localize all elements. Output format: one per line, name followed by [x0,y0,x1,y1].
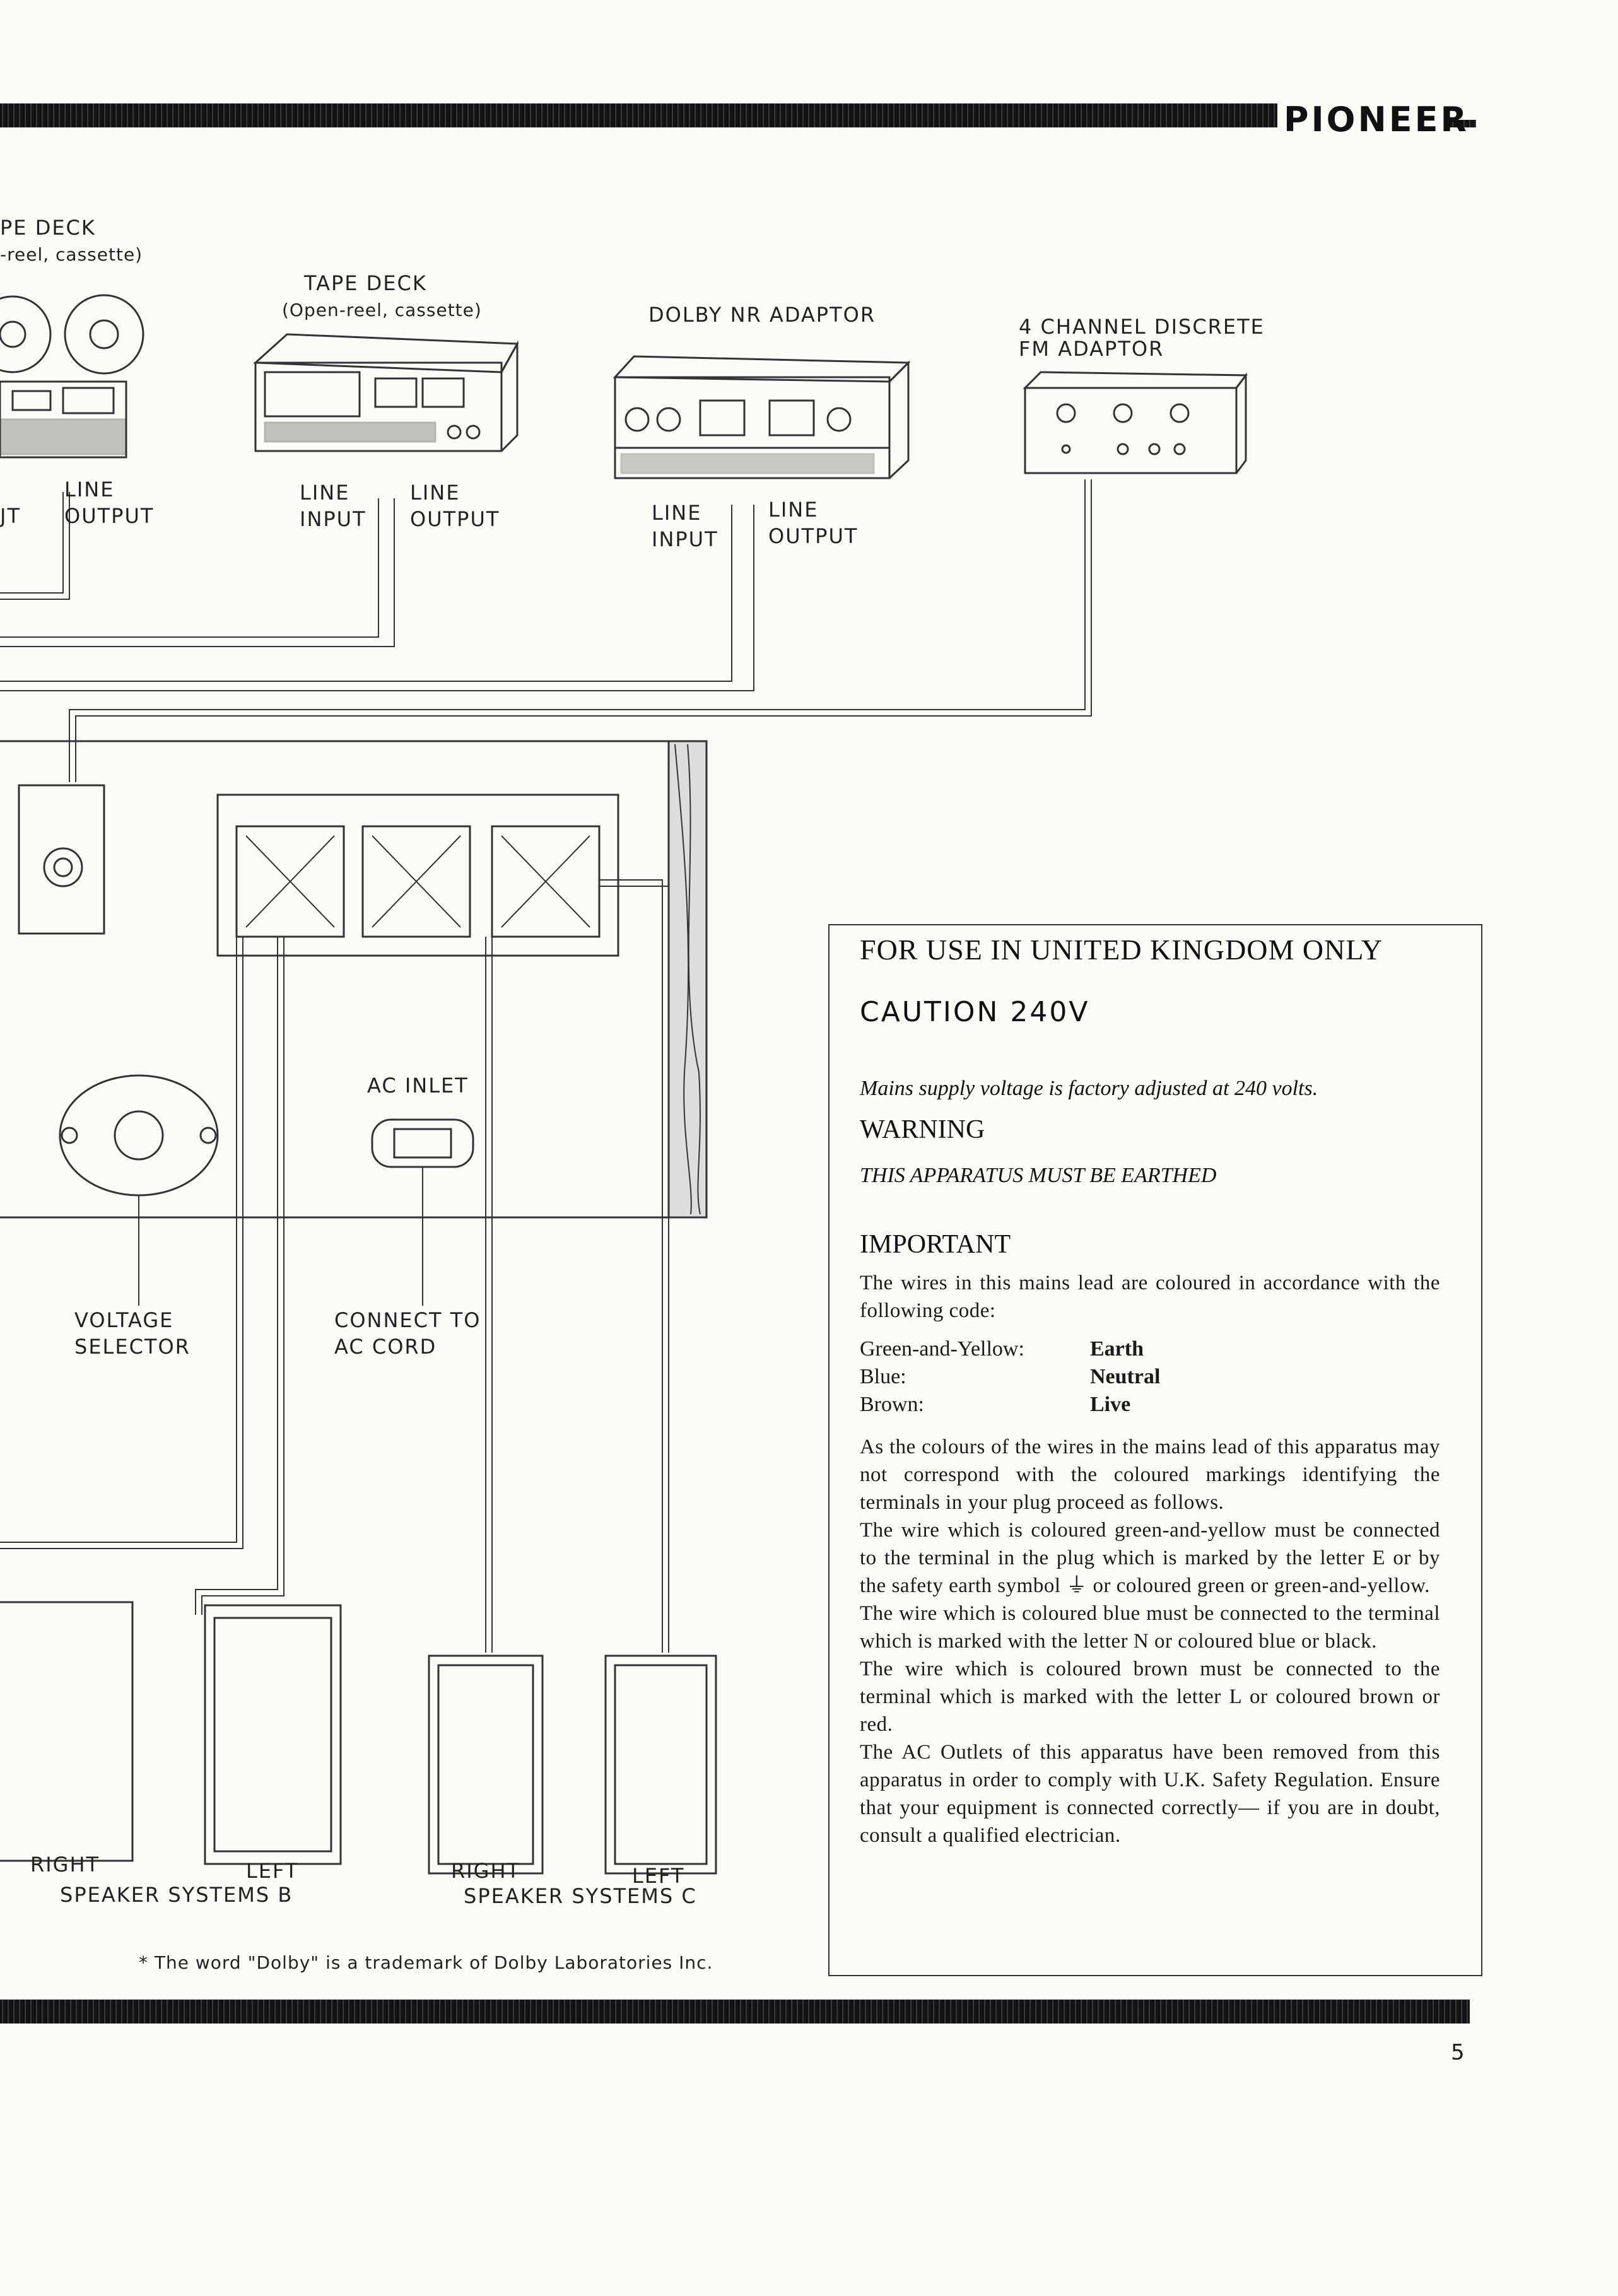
wire-code-intro-text: The wires in this mains lead are coloure… [860,1272,1440,1322]
code-row-neutral: Blue: Neutral [860,1363,1160,1391]
page-number: 5 [1451,2040,1465,2065]
ac-inlet-label: AC INLET [367,1074,469,1098]
bottom-rule [0,2000,1470,2024]
speaker-c-label: SPEAKER SYSTEMS C [464,1884,697,1908]
code-meaning: Live [1090,1393,1131,1416]
code-colour: Green-and-Yellow: [860,1337,1024,1361]
wiring-instructions: As the colours of the wires in the mains… [860,1433,1440,1849]
tape-deck-1-line: LINE [64,477,115,501]
tape-deck-2-illustration [253,333,519,452]
uk-notice-panel: FOR USE IN UNITED KINGDOM ONLY CAUTION 2… [828,924,1482,1976]
speaker-b-label: SPEAKER SYSTEMS B [60,1883,293,1907]
tape-deck-2-subtitle: (Open-reel, cassette) [282,300,482,320]
dolby-line-in: LINE [652,501,702,525]
top-rule-right [1445,120,1476,127]
tape-deck-1-subtitle: -reel, cassette) [0,244,143,265]
warning-heading: WARNING [860,1115,985,1144]
code-meaning: Neutral [1090,1365,1161,1388]
tape-deck-2-line-out: LINE [410,481,460,505]
tape-deck-1-output: OUTPUT [64,504,155,528]
speaker-b-left: LEFT [246,1859,299,1883]
connect-label-1: CONNECT TO [334,1308,481,1332]
receiver-rear-panel [0,740,708,1219]
dolby-title: DOLBY NR ADAPTOR [648,303,876,327]
dolby-input: INPUT [652,527,718,551]
instruction-para-5: The AC Outlets of this apparatus have be… [860,1741,1440,1847]
important-heading: IMPORTANT [860,1230,1011,1259]
tape-deck-2-output: OUTPUT [410,507,500,531]
instruction-para-1: As the colours of the wires in the mains… [860,1436,1440,1514]
dolby-line-out: LINE [768,498,819,522]
wire-code-intro: The wires in this mains lead are coloure… [860,1269,1440,1325]
speaker-c-left: LEFT [632,1864,685,1888]
fm-adaptor-title-2: FM ADAPTOR [1019,337,1164,361]
mains-voltage-note: Mains supply voltage is factory adjusted… [860,1077,1318,1100]
tape-deck-2-title: TAPE DECK [304,271,427,295]
dolby-output: OUTPUT [768,524,859,548]
brand-logo: PIONEER [1284,100,1470,139]
tape-deck-1-title: PE DECK [0,216,96,240]
speaker-c-right: RIGHT [451,1859,521,1883]
instruction-para-2: The wire which is coloured green-and-yel… [860,1519,1440,1597]
code-meaning: Earth [1090,1337,1144,1361]
code-colour: Blue: [860,1365,906,1388]
tape-deck-1-illustration [0,294,144,459]
connect-label-2: AC CORD [334,1335,437,1359]
code-colour: Brown: [860,1393,924,1416]
top-rule [0,103,1277,127]
voltage-selector-label-1: VOLTAGE [74,1308,174,1332]
tape-deck-2-line-in: LINE [300,481,350,505]
dolby-adaptor-illustration [613,355,911,479]
code-row-earth: Green-and-Yellow: Earth [860,1335,1144,1363]
dolby-trademark-footnote: * The word "Dolby" is a trademark of Dol… [139,1952,713,1973]
earthed-notice: THIS APPARATUS MUST BE EARTHED [860,1164,1217,1187]
code-row-live: Brown: Live [860,1391,1130,1419]
voltage-selector-label-2: SELECTOR [74,1335,191,1359]
fm-adaptor-illustration [1023,371,1248,474]
instruction-para-4: The wire which is coloured brown must be… [860,1658,1440,1736]
fm-adaptor-title-1: 4 CHANNEL DISCRETE [1019,315,1265,339]
instruction-para-3: The wire which is coloured blue must be … [860,1602,1440,1653]
signal-cables [0,479,1092,782]
speaker-cables [0,879,669,1653]
caution-heading: CAUTION 240V [860,996,1090,1028]
uk-heading: FOR USE IN UNITED KINGDOM ONLY [860,934,1383,966]
speaker-cabinets [0,1601,717,1875]
tape-deck-2-input: INPUT [300,507,366,531]
tape-deck-1-input-partial: JT [0,504,21,528]
speaker-b-right: RIGHT [30,1853,100,1877]
